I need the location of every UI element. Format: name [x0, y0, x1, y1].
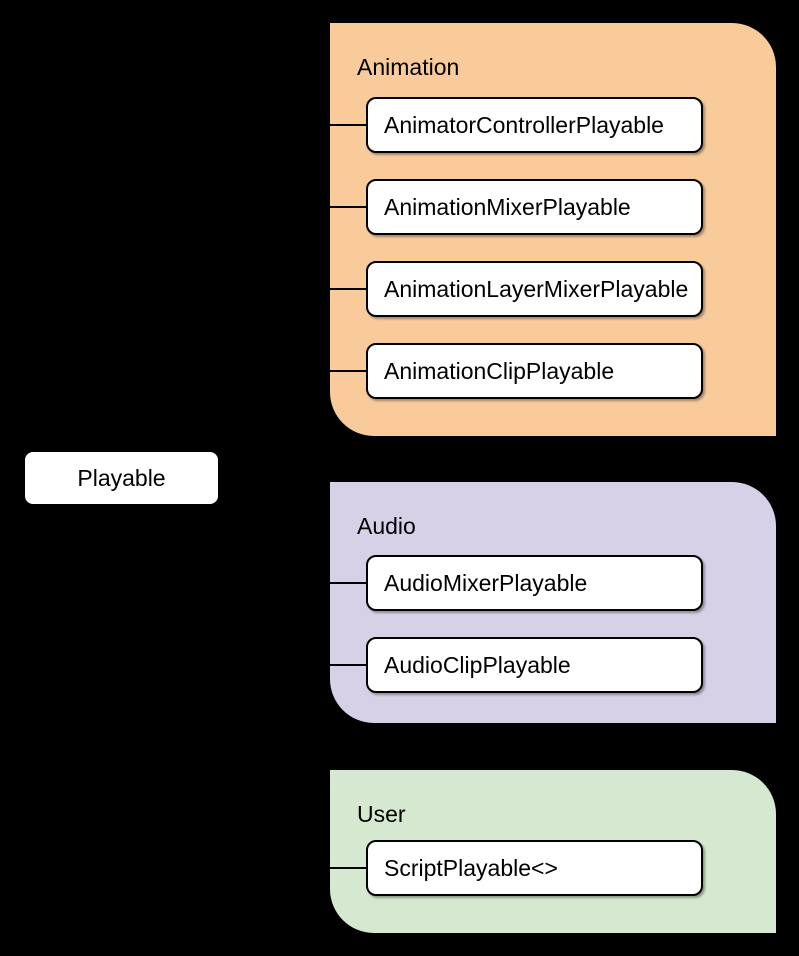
node-label: ScriptPlayable<> [384, 854, 558, 881]
connector-root-link [219, 477, 292, 479]
node-label: AudioClipPlayable [384, 651, 571, 678]
group-user-label: User [357, 801, 406, 827]
group-audio-label: Audio [357, 513, 416, 539]
group-animation-label: Animation [357, 54, 460, 80]
connector-line [290, 288, 368, 290]
group-audio: Audio AudioMixerPlayable AudioClipPlayab… [330, 482, 776, 723]
node-animation-clip-playable: AnimationClipPlayable [366, 343, 703, 399]
node-script-playable: ScriptPlayable<> [366, 840, 703, 896]
node-label: AudioMixerPlayable [384, 569, 588, 596]
connector-line [290, 867, 368, 869]
node-audio-clip-playable: AudioClipPlayable [366, 637, 703, 693]
connector-line [290, 206, 368, 208]
node-animation-mixer-playable: AnimationMixerPlayable [366, 179, 703, 235]
node-animation-layer-mixer-playable: AnimationLayerMixerPlayable [366, 261, 703, 317]
connector-line [290, 124, 368, 126]
group-animation: Animation AnimatorControllerPlayable Ani… [330, 23, 776, 436]
connector-line [290, 582, 368, 584]
node-label: AnimationMixerPlayable [384, 193, 631, 220]
node-audio-mixer-playable: AudioMixerPlayable [366, 555, 703, 611]
node-label: AnimationLayerMixerPlayable [384, 275, 689, 302]
node-label: AnimationClipPlayable [384, 357, 615, 384]
group-user: User ScriptPlayable<> [330, 770, 776, 933]
playable-node-label: Playable [77, 464, 166, 491]
playable-node: Playable [23, 450, 220, 506]
connector-line [290, 370, 368, 372]
connector-line [290, 664, 368, 666]
node-animator-controller-playable: AnimatorControllerPlayable [366, 97, 703, 153]
connector-trunk [290, 124, 292, 869]
node-label: AnimatorControllerPlayable [384, 111, 664, 138]
